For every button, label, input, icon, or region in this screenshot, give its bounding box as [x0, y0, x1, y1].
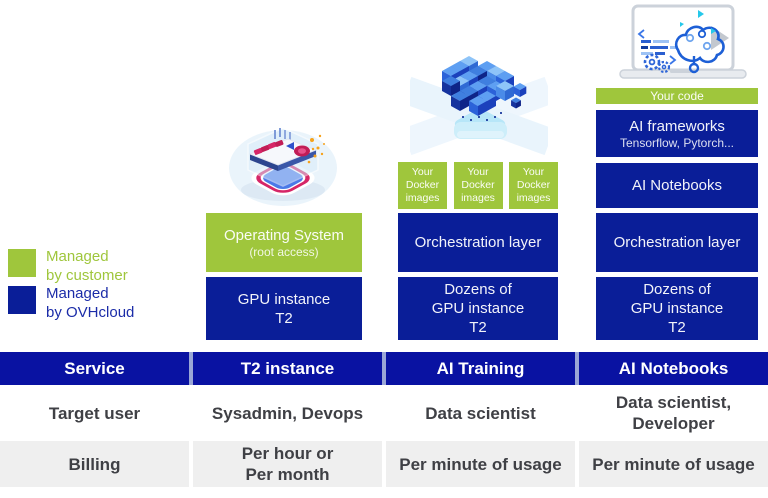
laptop-brain-icon — [619, 4, 747, 79]
row-label: Billing — [0, 441, 189, 487]
ai-notebooks-illustration — [614, 4, 756, 91]
docker-image-box: Your Docker images — [509, 162, 558, 209]
gpu-instance-box: GPU instance T2 — [206, 277, 362, 340]
comparison-table: Service T2 instance AI Training AI Noteb… — [0, 352, 768, 487]
table-cell: Data scientist — [386, 385, 575, 441]
t2-instance-stack: Operating System (root access) GPU insta… — [206, 213, 362, 340]
sparks-shape — [307, 134, 325, 164]
gear-icon — [643, 53, 671, 74]
table-cell: Per minute of usage — [579, 441, 768, 487]
legend-swatch-ovhcloud — [8, 286, 36, 314]
legend-label-customer: Managed by customer — [46, 248, 128, 284]
frameworks-list-label: Tensorflow, Pytorch... — [619, 135, 735, 150]
gpu-dozens-box: Dozens of GPU instance T2 — [596, 277, 758, 340]
table-cell: Per hour or Per month — [193, 441, 382, 487]
orchestration-layer-box: Orchestration layer — [596, 213, 758, 272]
ai-notebooks-stack: Your code AI frameworks Tensorflow, Pyto… — [596, 88, 758, 340]
code-lines-icon — [637, 29, 678, 65]
voxel-cube-icon — [401, 56, 555, 156]
gpu-card-shape — [248, 138, 318, 171]
brain-icon — [674, 10, 725, 74]
table-row-billing: Billing Per hour or Per month Per minute… — [0, 441, 768, 487]
heatsink-fins-shape — [274, 128, 291, 141]
table-header-row: Service T2 instance AI Training AI Noteb… — [0, 352, 768, 385]
gpu-dozens-box: Dozens of GPU instance T2 — [398, 277, 558, 340]
docker-images-row: Your Docker images Your Docker images Yo… — [398, 162, 558, 209]
header-ai-training: AI Training — [386, 352, 575, 385]
table-cell: Sysadmin, Devops — [193, 385, 382, 441]
legend-swatch-customer — [8, 249, 36, 277]
ai-notebooks-box: AI Notebooks — [596, 163, 758, 208]
root-access-label: (root access) — [249, 244, 319, 259]
platform-shape — [454, 110, 507, 139]
your-code-box: Your code — [596, 88, 758, 104]
cube-cluster-shape — [442, 56, 527, 116]
ai-training-illustration — [401, 46, 555, 163]
table-cell: Data scientist, Developer — [579, 385, 768, 441]
gpu-card-icon — [229, 127, 337, 206]
ai-frameworks-box: AI frameworks Tensorflow, Pytorch... — [596, 110, 758, 157]
ai-frameworks-label: AI frameworks — [629, 117, 725, 135]
gpu-instance-illustration — [226, 104, 342, 213]
table-cell: Per minute of usage — [386, 441, 575, 487]
specks-shape — [462, 112, 502, 121]
ai-training-stack: Your Docker images Your Docker images Yo… — [398, 162, 558, 340]
docker-image-box: Your Docker images — [398, 162, 447, 209]
play-icon — [711, 26, 729, 50]
operating-system-label: Operating System — [223, 226, 345, 244]
header-ai-notebooks: AI Notebooks — [579, 352, 768, 385]
operating-system-box: Operating System (root access) — [206, 213, 362, 272]
table-row-target-user: Target user Sysadmin, Devops Data scient… — [0, 385, 768, 441]
legend-label-ovhcloud: Managed by OVHcloud — [46, 285, 135, 321]
docker-image-box: Your Docker images — [453, 162, 503, 209]
row-label: Target user — [0, 385, 189, 441]
orchestration-layer-box: Orchestration layer — [398, 213, 558, 272]
header-t2-instance: T2 instance — [193, 352, 382, 385]
header-service: Service — [0, 352, 189, 385]
